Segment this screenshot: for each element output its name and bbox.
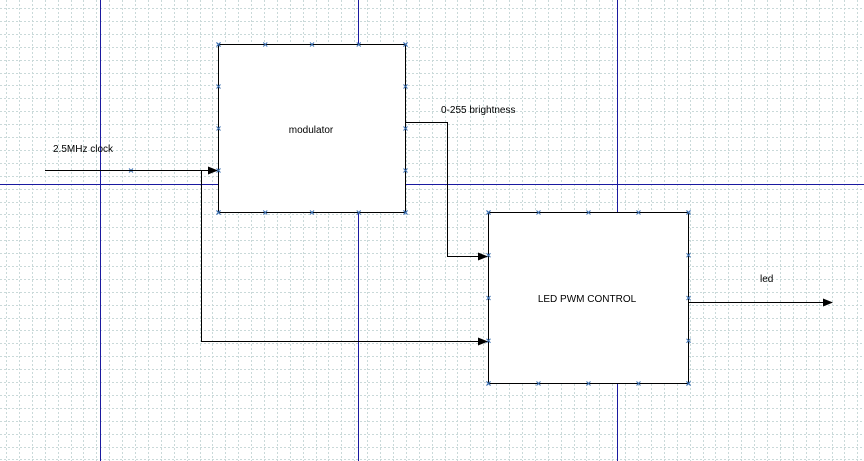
modulator-ports xyxy=(128,42,408,215)
led-signal-label: led xyxy=(760,274,773,285)
led-wire-group[interactable]: led xyxy=(689,274,833,307)
port-marker[interactable] xyxy=(262,42,268,47)
led-pwm-control-label: LED PWM CONTROL xyxy=(538,294,637,305)
port-marker[interactable] xyxy=(686,252,691,258)
port-marker[interactable] xyxy=(216,84,221,89)
brightness-signal-label: 0-255 brightness xyxy=(441,105,516,116)
port-marker[interactable] xyxy=(216,126,221,131)
port-marker[interactable] xyxy=(686,210,691,215)
clock-wire-group[interactable]: 2.5MHz clock xyxy=(45,144,488,346)
modulator-box[interactable] xyxy=(218,44,406,213)
port-marker[interactable] xyxy=(486,381,491,386)
port-marker[interactable] xyxy=(403,168,408,173)
port-marker[interactable] xyxy=(356,42,362,47)
port-marker[interactable] xyxy=(686,338,691,344)
port-marker[interactable] xyxy=(686,381,691,386)
modulator-block[interactable]: modulator xyxy=(128,42,408,215)
port-marker[interactable] xyxy=(686,295,691,301)
modulator-label: modulator xyxy=(289,125,334,136)
brightness-wire[interactable] xyxy=(406,122,488,261)
port-marker[interactable] xyxy=(636,210,641,215)
led-pwm-control-block[interactable]: LED PWM CONTROL xyxy=(486,210,691,386)
port-marker[interactable] xyxy=(403,210,408,215)
port-marker[interactable] xyxy=(403,42,408,47)
port-marker[interactable] xyxy=(403,126,408,131)
port-marker[interactable] xyxy=(586,210,591,215)
port-marker[interactable] xyxy=(536,381,541,386)
port-marker[interactable] xyxy=(486,295,491,301)
port-marker[interactable] xyxy=(586,381,591,386)
port-marker[interactable] xyxy=(309,210,315,215)
port-marker[interactable] xyxy=(356,210,362,215)
led-pwm-control-box[interactable] xyxy=(488,212,689,384)
port-marker[interactable] xyxy=(309,42,315,47)
port-marker[interactable] xyxy=(403,84,408,89)
clock-signal-label: 2.5MHz clock xyxy=(53,144,114,155)
port-marker[interactable] xyxy=(486,210,491,215)
port-marker[interactable] xyxy=(216,42,221,47)
port-marker[interactable] xyxy=(636,381,641,386)
brightness-wire-group[interactable]: 0-255 brightness xyxy=(406,105,516,261)
port-marker[interactable] xyxy=(262,210,268,215)
port-marker[interactable] xyxy=(216,210,221,215)
clock-to-pwm-wire[interactable] xyxy=(201,170,488,346)
port-marker[interactable] xyxy=(536,210,541,215)
